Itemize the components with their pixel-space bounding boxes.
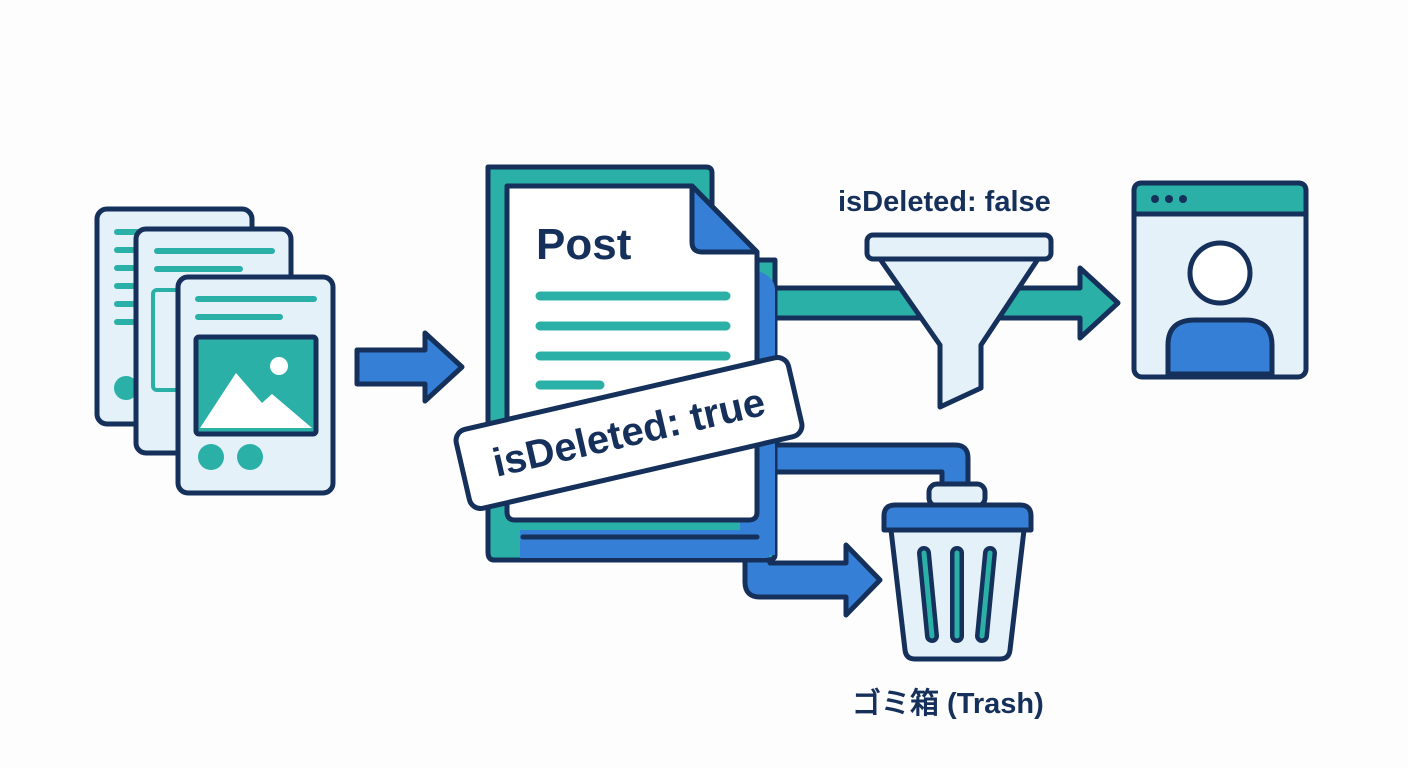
document-stack-icon — [94, 206, 336, 496]
trash-label: ゴミ箱 (Trash) — [852, 688, 1044, 720]
trash-icon — [881, 481, 1034, 662]
browser-user-icon — [1131, 180, 1309, 380]
funnel-icon — [864, 232, 1054, 410]
filter-label: isDeleted: false — [838, 186, 1051, 218]
post-title: Post — [536, 220, 632, 269]
arrow-right-icon — [354, 330, 465, 404]
post-document-icon — [485, 164, 778, 563]
